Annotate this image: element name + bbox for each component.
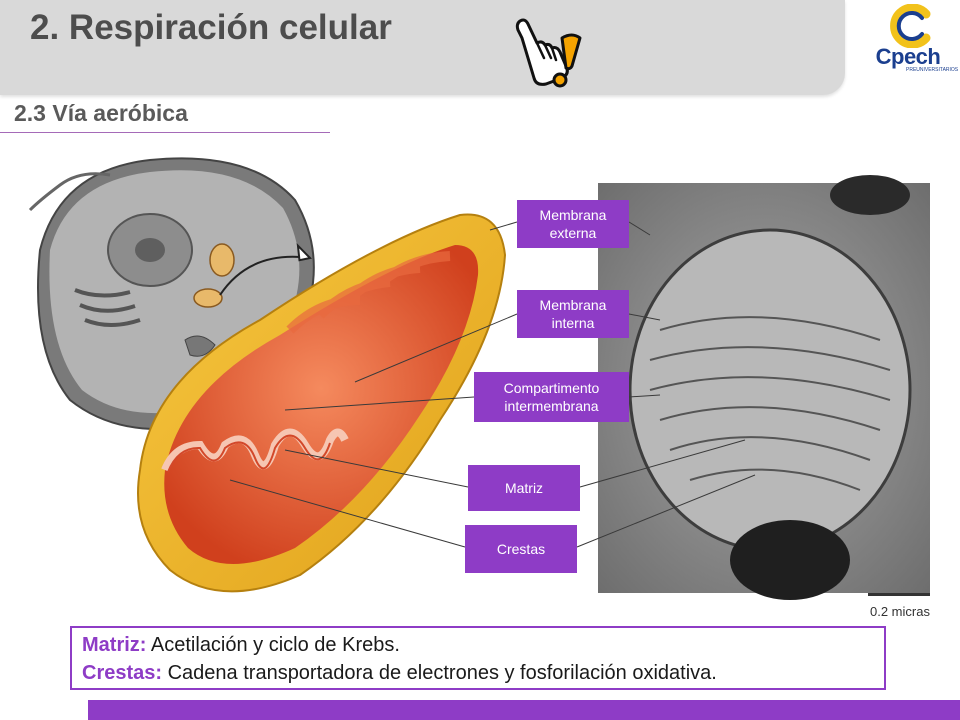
label-membrana-interna: Membrana interna xyxy=(517,290,629,338)
info-text-crestas: Cadena transportadora de electrones y fo… xyxy=(167,662,717,684)
info-key-crestas: Crestas: xyxy=(82,662,163,684)
warning-exclamation-icon xyxy=(552,33,582,88)
mitochondria-illustration xyxy=(28,157,930,600)
leader-lines xyxy=(229,221,756,548)
title-bar: 2. Respiración celular xyxy=(0,0,845,95)
label-crestas: Crestas xyxy=(465,525,577,573)
scale-label: 0.2 micras xyxy=(870,604,930,619)
section-subtitle: 2.3 Vía aeróbica xyxy=(14,100,188,126)
info-box: Matriz: Acetilación y ciclo de Krebs. Cr… xyxy=(70,626,886,690)
info-key-matriz: Matriz: xyxy=(82,634,147,656)
info-line-crestas: Crestas: Cadena transportadora de electr… xyxy=(82,659,874,687)
electron-micrograph xyxy=(598,175,930,600)
label-membrana-externa: Membrana externa xyxy=(517,200,629,248)
logo-wordmark: Cpech xyxy=(875,44,941,69)
info-line-matriz: Matriz: Acetilación y ciclo de Krebs. xyxy=(82,631,874,659)
cpech-emblem-icon xyxy=(890,3,931,49)
subtitle-underline xyxy=(0,132,330,133)
page-title: 2. Respiración celular xyxy=(30,8,392,47)
bottom-accent-bar xyxy=(88,700,960,720)
info-text-matriz: Acetilación y ciclo de Krebs. xyxy=(150,634,400,656)
label-compartimento-intermembrana: Compartimento intermembrana xyxy=(474,372,629,422)
label-matriz: Matriz xyxy=(468,465,580,511)
logo-tagline: PREUNIVERSITARIOS xyxy=(906,67,959,73)
cpech-logo: Cpech PREUNIVERSITARIOS xyxy=(868,3,959,84)
scale-bar xyxy=(868,593,930,596)
pointing-hand-icon xyxy=(515,18,582,88)
mitochondrion-cutaway xyxy=(137,213,507,593)
